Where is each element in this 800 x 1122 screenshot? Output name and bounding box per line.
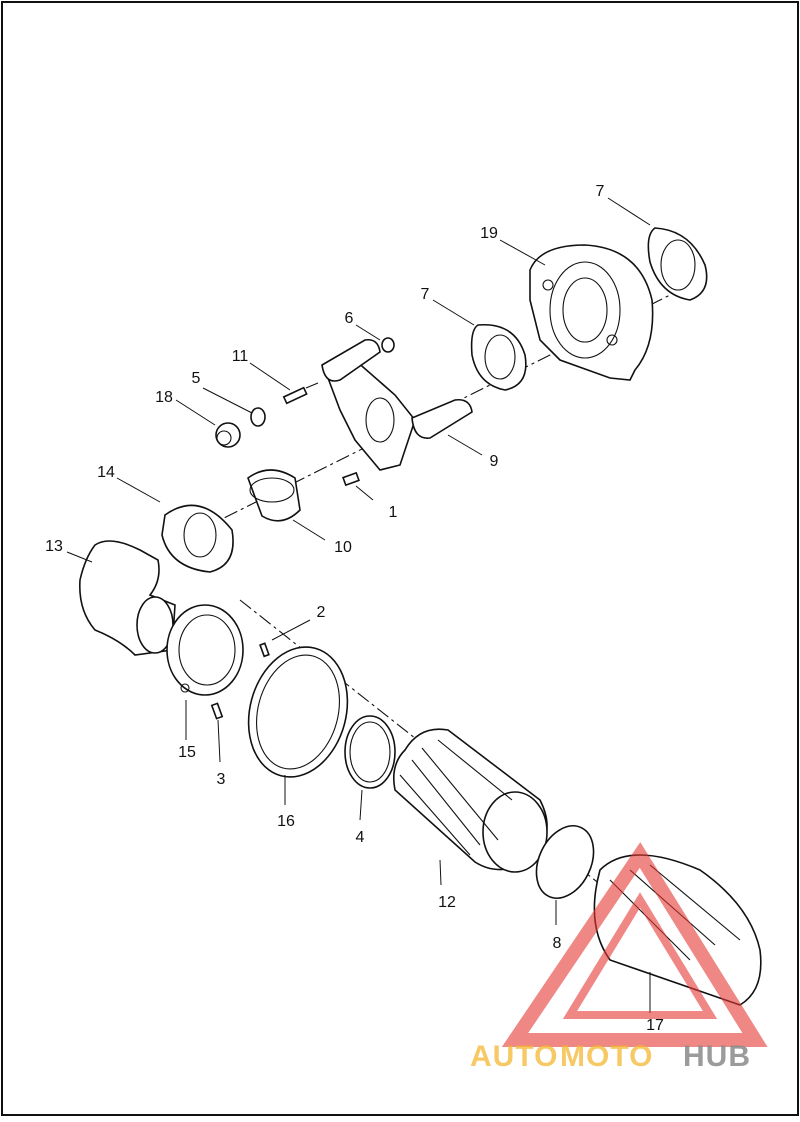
o-ring-small xyxy=(381,337,395,353)
o-ring-plug xyxy=(250,407,266,427)
callout-18: 17 xyxy=(646,1017,664,1034)
callout-1: 1 xyxy=(389,504,398,521)
callout-11: 11 xyxy=(232,348,249,365)
watermark-hub: HUB xyxy=(683,1040,751,1073)
watermark-logo xyxy=(501,842,768,1047)
callout-13: 13 xyxy=(45,538,63,555)
filter-element xyxy=(392,728,548,873)
screw-ring xyxy=(259,642,270,658)
backplate-housing xyxy=(529,244,654,381)
trim-ring xyxy=(247,646,349,778)
screw-bracket xyxy=(342,471,360,487)
callout-labels: 1 2 3 4 5 6 7 7 8 9 10 11 12 13 14 15 16… xyxy=(45,183,664,1034)
callout-10: 10 xyxy=(334,539,352,556)
callout-7-lower: 7 xyxy=(421,286,430,303)
callout-14: 14 xyxy=(97,464,115,481)
mounting-flange xyxy=(166,604,244,696)
breather-bolt xyxy=(282,382,319,405)
watermark-triangle xyxy=(501,842,768,1047)
breather-bracket xyxy=(321,338,473,471)
cover-gasket xyxy=(535,825,595,899)
gasket-lower xyxy=(470,323,527,391)
gasket-upper xyxy=(647,227,708,301)
callout-5: 5 xyxy=(192,370,201,387)
watermark-auto: AUTO xyxy=(470,1040,558,1073)
callout-12: 12 xyxy=(438,894,456,911)
callout-9: 9 xyxy=(490,453,499,470)
callout-6: 6 xyxy=(345,310,354,327)
watermark-moto: MOTO xyxy=(560,1040,653,1073)
callout-2: 2 xyxy=(317,604,326,621)
callout-7-upper: 7 xyxy=(596,183,605,200)
watermark-inner-triangle xyxy=(562,892,718,1019)
elbow-gasket xyxy=(161,504,234,573)
filter-band xyxy=(344,715,396,789)
callout-4: 4 xyxy=(356,829,365,846)
callout-16: 18 xyxy=(155,389,173,406)
plug xyxy=(215,422,241,448)
watermark-text: AUTO MOTO HUB xyxy=(470,1040,751,1073)
callout-8: 8 xyxy=(553,935,562,952)
callout-15: 15 xyxy=(178,744,196,761)
intake-elbow xyxy=(78,540,176,656)
adapter-ring xyxy=(247,469,301,522)
leader-lines xyxy=(66,197,651,1013)
filter-cover xyxy=(593,854,762,1006)
callout-19: 19 xyxy=(480,225,498,242)
screw-flange xyxy=(210,702,224,720)
callout-17: 16 xyxy=(277,813,295,830)
callout-3: 3 xyxy=(217,771,226,788)
